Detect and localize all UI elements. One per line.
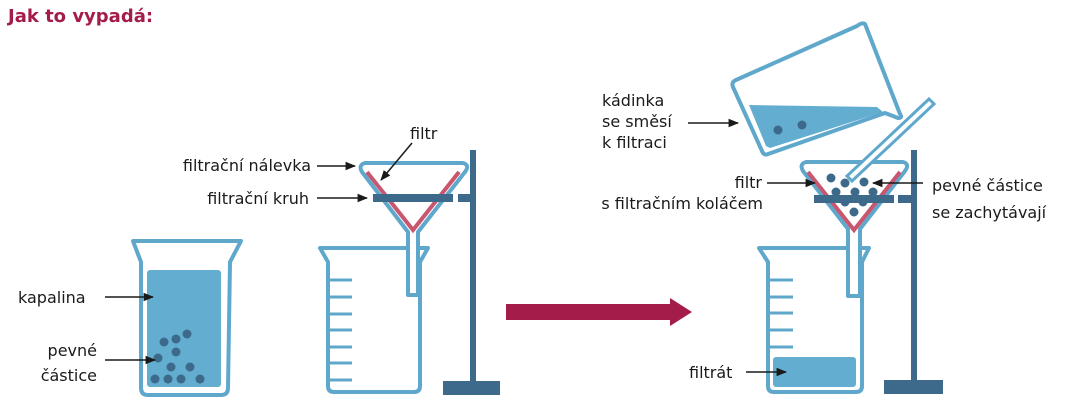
label-liquid: kapalina [18, 288, 86, 307]
beaker-with-mixture [131, 239, 243, 397]
label-particles-1: pevné [48, 341, 97, 360]
label-beaker-1: kádinka [602, 91, 664, 110]
filter-ring [814, 195, 894, 203]
label-retained-particles-2: se zachytávají [932, 203, 1047, 222]
filtration-setup-active [730, 21, 943, 394]
filter-cake-particles [826, 173, 878, 217]
filtration-setup-empty [318, 150, 500, 395]
beaker-empty [318, 246, 430, 394]
filter-paper [806, 170, 902, 234]
graduation-marks [770, 278, 793, 349]
glass-rod [844, 96, 937, 184]
label-beaker-3: k filtraci [602, 133, 667, 152]
stand-pole [470, 150, 476, 382]
label-filter-cake-2: s filtračním koláčem [601, 194, 763, 213]
graduation-marks [330, 278, 352, 382]
label-retained-particles-1: pevné částice [932, 176, 1043, 195]
arrow-filter [380, 142, 413, 181]
label-filter-cake-1: filtr [735, 173, 763, 192]
process-arrow [506, 298, 692, 326]
label-ring: filtrační kruh [207, 189, 309, 208]
filter-paper [365, 170, 461, 234]
stand-base [884, 380, 943, 394]
label-beaker-2: se směsí [602, 112, 672, 131]
beaker-filtrate [757, 246, 871, 394]
liquid [147, 270, 221, 387]
stand-pole [911, 150, 917, 382]
section-title: Jak to vypadá: [8, 6, 154, 27]
filtrate-liquid [773, 357, 856, 387]
pouring-beaker [730, 21, 904, 157]
label-filtrate: filtrát [689, 363, 732, 382]
label-filter: filtr [410, 124, 438, 143]
label-particles-2: částice [41, 366, 97, 385]
label-funnel: filtrační nálevka [183, 156, 311, 175]
filter-ring [373, 194, 453, 202]
stand-base [443, 381, 500, 395]
solid-particles [150, 329, 205, 384]
